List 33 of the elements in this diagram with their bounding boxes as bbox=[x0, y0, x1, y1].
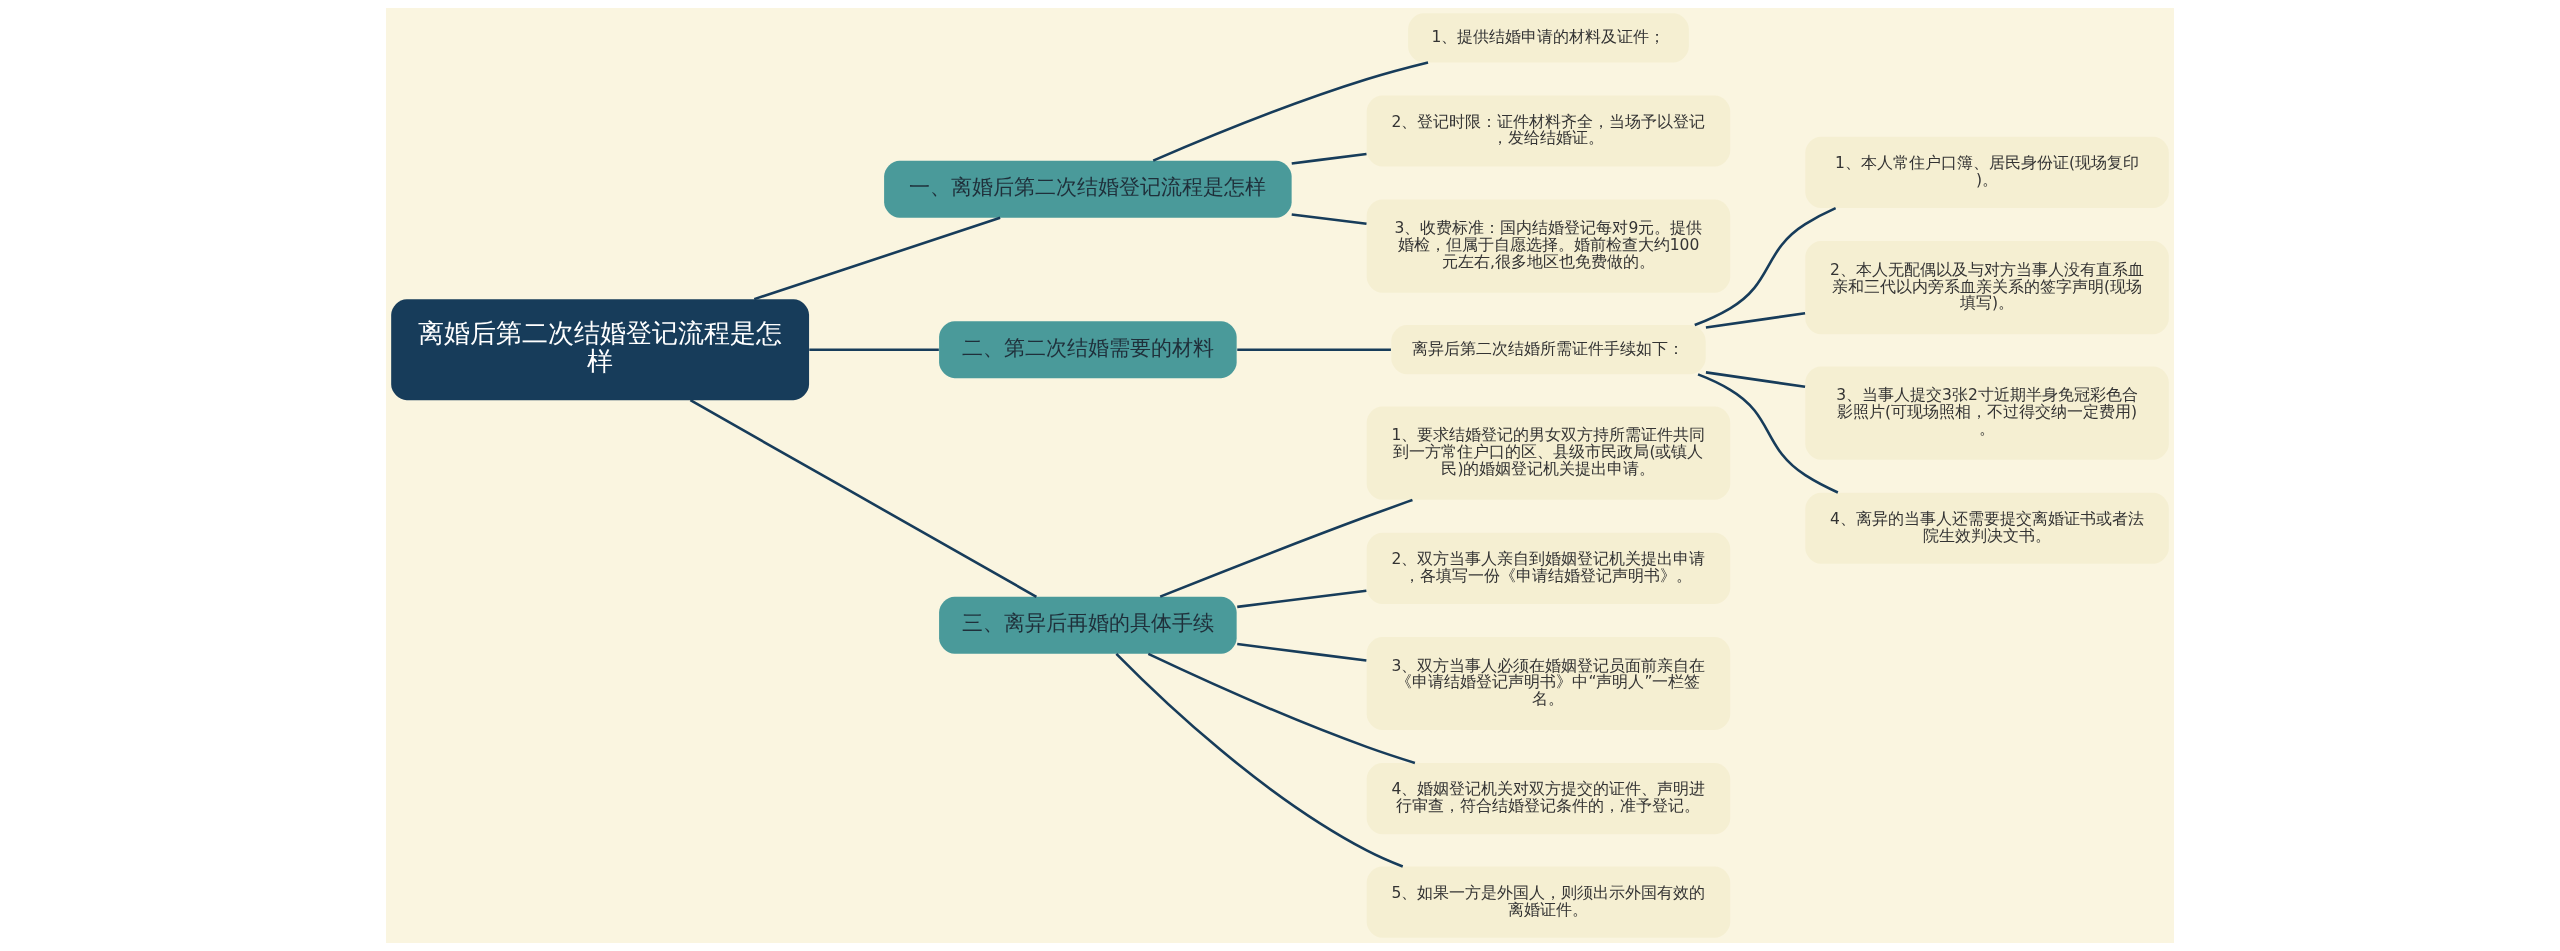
connector bbox=[1237, 348, 1391, 351]
node-box: 三、离异后再婚的具体手续 bbox=[939, 596, 1237, 654]
node-box: 3、当事人提交3张2寸近期半身免冠彩色合影照片(可现场照相，不过得交纳一定费用)。 bbox=[1805, 366, 2169, 460]
connector bbox=[1115, 652, 1404, 868]
node-box: 3、双方当事人必须在婚姻登记员面前亲自在《申请结婚登记声明书》中“声明人”一栏签名。 bbox=[1366, 636, 1731, 731]
node-box: 2、登记时限：证件材料齐全，当场予以登记，发给结婚证。 bbox=[1366, 95, 1731, 167]
node-box: 1、本人常住户口簿、居民身份证(现场复印)。 bbox=[1805, 136, 2169, 208]
connector bbox=[1147, 652, 1416, 765]
connector bbox=[1152, 61, 1429, 162]
connector bbox=[1705, 312, 1806, 329]
connector bbox=[809, 348, 939, 351]
node-box: 二、第二次结婚需要的材料 bbox=[939, 321, 1237, 379]
connector bbox=[1694, 207, 1837, 327]
connector bbox=[1237, 642, 1367, 662]
connector bbox=[689, 399, 1038, 598]
node-box: 4、婚姻登记机关对双方提交的证件、声明进行审查，符合结婚登记条件的，准予登记。 bbox=[1366, 763, 1731, 835]
connector bbox=[1159, 498, 1413, 598]
connector bbox=[1291, 152, 1367, 165]
node-box: 2、双方当事人亲自到婚姻登记机关提出申请，各填写一份《申请结婚登记声明书》。 bbox=[1366, 532, 1731, 604]
connector bbox=[1697, 373, 1839, 494]
node-box: 2、本人无配偶以及与对方当事人没有直系血亲和三代以内旁系血亲关系的签字声明(现场填写)。 bbox=[1805, 241, 2169, 335]
node-box: 一、离婚后第二次结婚登记流程是怎样 bbox=[884, 160, 1292, 218]
connector bbox=[753, 216, 1001, 301]
node-box: 离婚后第二次结婚登记流程是怎样 bbox=[391, 299, 810, 401]
node-box: 1、提供结婚申请的材料及证件； bbox=[1408, 13, 1689, 63]
node-box: 5、如果一方是外国人，则须出示外国有效的离婚证件。 bbox=[1366, 866, 1731, 938]
node-box: 离异后第二次结婚所需证件手续如下： bbox=[1391, 325, 1706, 375]
connector bbox=[1705, 371, 1806, 389]
node-box: 3、收费标准：国内结婚登记每对9元。提供婚检，但属于自愿选择。婚前检查大约100元左右,很多地区也免费做的。 bbox=[1366, 199, 1731, 293]
node-box: 1、要求结婚登记的男女双方持所需证件共同到一方常住户口的区、县级市民政局(或镇人民)的婚姻登记机关提出申请。 bbox=[1366, 406, 1731, 500]
connector bbox=[1291, 213, 1367, 225]
connector bbox=[1237, 589, 1367, 609]
node-box: 4、离异的当事人还需要提交离婚证书或者法院生效判决文书。 bbox=[1805, 492, 2169, 564]
